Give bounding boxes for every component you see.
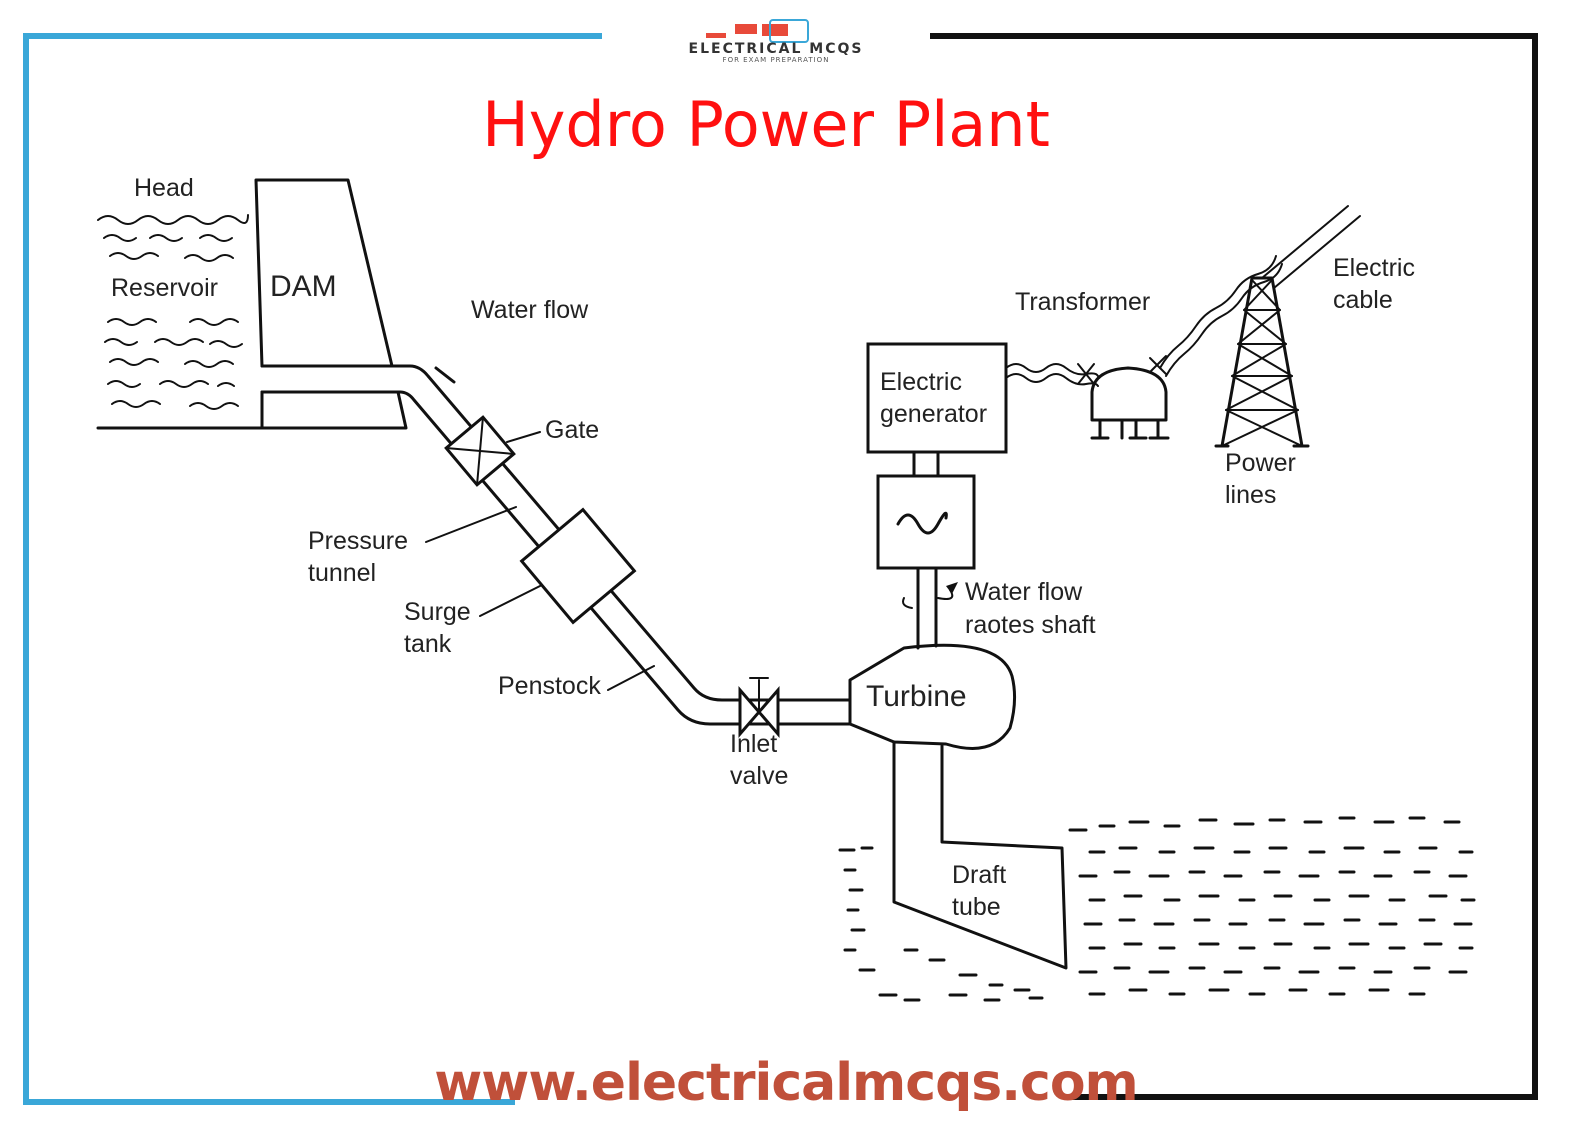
label-tunnel: tunnel bbox=[308, 559, 376, 587]
draft-tube bbox=[892, 740, 1068, 970]
label-tube: tube bbox=[952, 893, 1001, 921]
label-transformer: Transformer bbox=[1015, 288, 1150, 316]
alternator bbox=[876, 450, 976, 570]
footer-url: www.electricalmcqs.com bbox=[434, 1053, 1137, 1113]
label-head: Head bbox=[134, 174, 194, 202]
tailrace-water bbox=[838, 816, 1476, 1002]
label-electric-cable-1: Electric bbox=[1333, 254, 1415, 282]
label-pressure: Pressure bbox=[308, 527, 408, 555]
logo-subtext: FOR EXAM PREPARATION bbox=[723, 56, 830, 64]
frame bbox=[23, 33, 1538, 1105]
labels: Head Reservoir DAM Water flow Gate Press… bbox=[111, 174, 1415, 921]
power-tower bbox=[1214, 276, 1310, 448]
label-turbine: Turbine bbox=[866, 680, 967, 713]
inlet-valve bbox=[738, 677, 780, 739]
shaft bbox=[902, 566, 958, 650]
label-surge: Surge bbox=[404, 598, 471, 626]
transmission-lines bbox=[1159, 205, 1361, 377]
turbine bbox=[848, 643, 1017, 750]
label-gate: Gate bbox=[545, 416, 599, 444]
label-electric-cable-2: cable bbox=[1333, 286, 1393, 314]
label-reservoir: Reservoir bbox=[111, 274, 218, 302]
label-electric: Electric bbox=[880, 368, 962, 396]
page-title: Hydro Power Plant bbox=[482, 88, 1050, 161]
surge-tank bbox=[479, 507, 637, 625]
label-draft: Draft bbox=[952, 861, 1006, 889]
electric-generator bbox=[866, 342, 1008, 454]
pressure-tunnel-leader bbox=[425, 506, 517, 543]
label-dam: DAM bbox=[270, 270, 337, 303]
label-shaft-flow-2: raotes shaft bbox=[965, 611, 1096, 639]
gate bbox=[444, 415, 541, 487]
brand-logo: ELECTRICAL MCQS FOR EXAM PREPARATION bbox=[689, 19, 864, 64]
label-penstock: Penstock bbox=[498, 672, 601, 700]
label-power: Power bbox=[1225, 449, 1296, 477]
penstock-leader bbox=[607, 665, 655, 691]
reservoir-water bbox=[96, 214, 402, 430]
transformer bbox=[1090, 355, 1170, 440]
label-lines: lines bbox=[1225, 481, 1276, 509]
label-valve: valve bbox=[730, 762, 788, 790]
label-inlet: Inlet bbox=[730, 730, 777, 758]
cables bbox=[1005, 363, 1099, 387]
logo-text: ELECTRICAL MCQS bbox=[689, 41, 864, 57]
label-water-flow: Water flow bbox=[471, 296, 589, 324]
label-generator: generator bbox=[880, 400, 987, 428]
label-tank: tank bbox=[404, 630, 452, 658]
label-shaft-flow-1: Water flow bbox=[965, 578, 1083, 606]
